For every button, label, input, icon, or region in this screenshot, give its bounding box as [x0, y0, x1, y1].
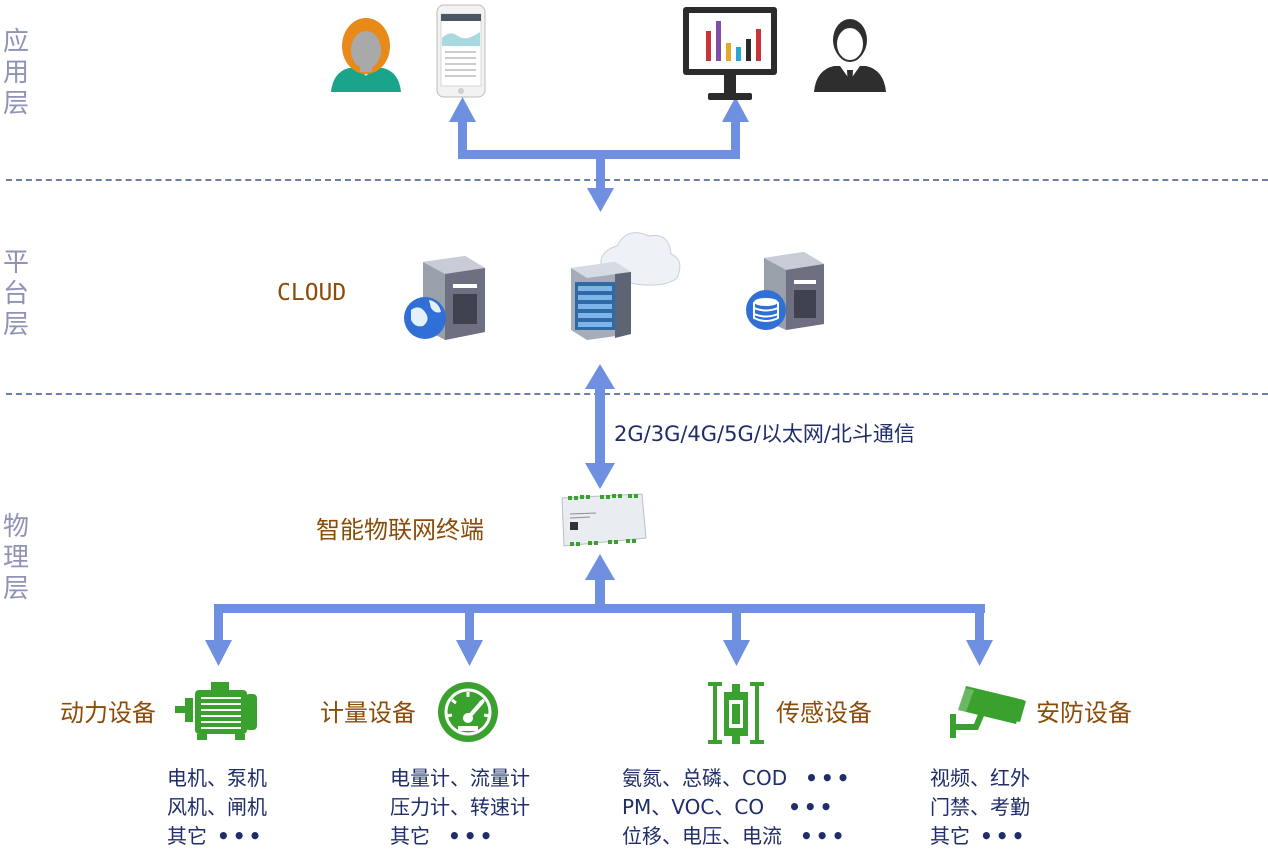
smartphone-icon — [436, 4, 486, 98]
app-left-arrowhead — [449, 97, 476, 122]
layer-application-text: 应用层 — [2, 27, 29, 119]
layer-label-physical: 物理层 — [2, 512, 30, 605]
device-item-security-3: 其它 ••• — [930, 822, 1027, 850]
cloud-label: CLOUD — [277, 280, 347, 306]
device-category-label-sensing: 传感设备 — [776, 699, 872, 727]
bus-drop-3 — [732, 604, 741, 644]
app-center-arrowhead — [587, 188, 614, 212]
app-center-shaft — [596, 155, 605, 191]
app-horizontal-bar — [458, 150, 740, 159]
layer-label-platform: 平台层 — [2, 248, 30, 341]
device-item-metering-2: 压力计、转速计 — [390, 793, 540, 821]
device-item-text: 风机、闸机 — [167, 795, 267, 819]
separator-platform-physical — [6, 393, 1268, 395]
female-user-icon — [331, 18, 401, 92]
more-dots: ••• — [448, 824, 496, 848]
device-item-metering-3: 其它 ••• — [390, 822, 495, 850]
device-item-text: 位移、电压、电流 — [622, 824, 782, 848]
device-item-power-2: 风机、闸机 — [167, 793, 277, 821]
app-right-arrowhead — [722, 97, 749, 122]
device-item-security-1: 视频、红外 — [930, 764, 1040, 792]
male-user-icon — [814, 19, 886, 92]
device-item-text: 其它 — [390, 824, 430, 848]
device-item-text: 其它 — [167, 824, 207, 848]
communication-label: 2G/3G/4G/5G/以太网/北斗通信 — [614, 422, 915, 446]
gauge-icon — [438, 682, 498, 742]
device-item-text: PM、VOC、CO — [622, 795, 765, 819]
layer-physical-text: 物理层 — [2, 512, 29, 604]
bus-drop-4 — [975, 604, 984, 644]
device-item-text: 电量计、流量计 — [390, 766, 530, 790]
more-dots: ••• — [788, 795, 836, 819]
more-dots: ••• — [800, 824, 848, 848]
web-server-icon — [404, 256, 485, 340]
device-item-sensing-3: 位移、电压、电流 ••• — [622, 822, 847, 850]
terminal-label: 智能物联网终端 — [316, 516, 484, 544]
sensor-icon — [708, 682, 764, 744]
bus-drop-4-arrowhead — [966, 640, 993, 666]
device-item-sensing-2: PM、VOC、CO ••• — [622, 793, 835, 821]
separator-application-platform — [6, 179, 1268, 181]
comm-shaft — [595, 384, 605, 468]
device-item-text: 电机、泵机 — [167, 766, 267, 790]
comm-up-arrowhead — [585, 364, 615, 389]
bus-drop-3-arrowhead — [723, 640, 750, 666]
bus-center-shaft — [595, 575, 605, 610]
bus-horizontal-bar — [214, 604, 985, 613]
device-item-text: 压力计、转速计 — [390, 795, 530, 819]
app-left-shaft — [458, 118, 467, 156]
more-dots: ••• — [980, 824, 1028, 848]
database-server-icon — [746, 252, 824, 330]
camera-icon — [950, 686, 1026, 738]
bus-drop-2 — [465, 604, 474, 644]
iot-terminal-icon — [561, 493, 647, 547]
layer-platform-text: 平台层 — [2, 248, 29, 340]
device-category-label-security: 安防设备 — [1036, 699, 1132, 727]
device-item-text: 视频、红外 — [930, 766, 1030, 790]
layer-label-application: 应用层 — [2, 27, 30, 120]
motor-icon — [175, 682, 257, 740]
device-item-metering-1: 电量计、流量计 — [390, 764, 540, 792]
bus-up-arrowhead — [585, 554, 615, 580]
device-item-sensing-1: 氨氮、总磷、COD ••• — [622, 764, 852, 792]
device-category-label-power: 动力设备 — [60, 699, 156, 727]
cloud-server-icon — [571, 232, 681, 340]
comm-down-arrowhead — [585, 463, 615, 489]
more-dots: ••• — [217, 824, 265, 848]
monitor-chart-icon — [683, 7, 777, 100]
device-item-power-3: 其它 ••• — [167, 822, 264, 850]
bus-drop-1 — [214, 604, 223, 644]
device-item-text: 其它 — [930, 824, 970, 848]
app-right-shaft — [731, 118, 740, 156]
device-item-text: 门禁、考勤 — [930, 795, 1030, 819]
bus-drop-2-arrowhead — [456, 640, 483, 666]
device-category-label-metering: 计量设备 — [320, 699, 416, 727]
more-dots: ••• — [805, 766, 853, 790]
device-item-security-2: 门禁、考勤 — [930, 793, 1040, 821]
device-item-power-1: 电机、泵机 — [167, 764, 277, 792]
bus-drop-1-arrowhead — [205, 640, 232, 666]
device-item-text: 氨氮、总磷、COD — [622, 766, 788, 790]
